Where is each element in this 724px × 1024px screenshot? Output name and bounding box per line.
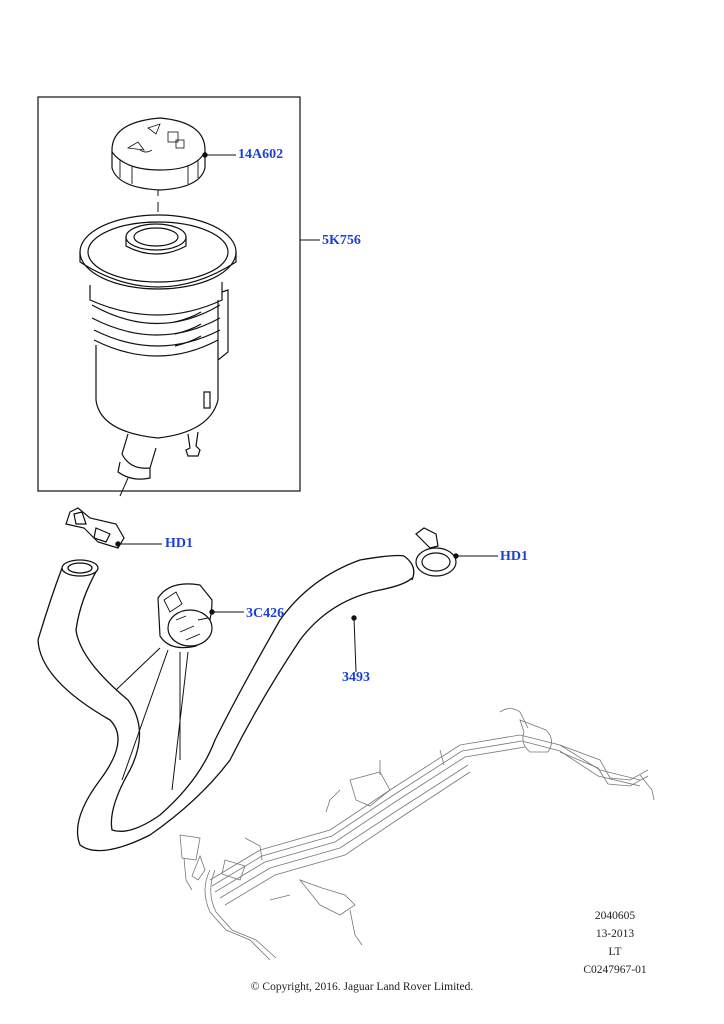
reservoir-frame	[37, 96, 301, 492]
copyright-text: © Copyright, 2016. Jaguar Land Rover Lim…	[250, 981, 474, 993]
hose-part	[37, 554, 415, 852]
sleeve-part	[157, 583, 213, 649]
sleeve-leader-lines	[115, 647, 189, 791]
label-reservoir-5K756[interactable]: 5K756	[322, 233, 361, 248]
reference-line-3: LT	[608, 946, 622, 958]
label-sleeve-3C426[interactable]: 3C426	[246, 606, 285, 621]
reference-line-4: C0247967-01	[583, 964, 647, 976]
reference-line-2: 13-2013	[595, 928, 635, 940]
label-hose-3493[interactable]: 3493	[342, 670, 370, 685]
reservoir-cap	[111, 117, 206, 191]
label-clamp-left-HD1[interactable]: HD1	[165, 536, 193, 551]
label-clamp-right-HD1[interactable]: HD1	[500, 549, 528, 564]
label-cap-14A602[interactable]: 14A602	[238, 147, 284, 162]
reservoir-body	[79, 214, 237, 480]
clamp-left-part	[65, 507, 125, 549]
hose-dash-top	[119, 477, 129, 497]
reference-line-1: 2040605	[594, 910, 636, 922]
clamp-right-part	[415, 527, 457, 577]
reference-block: 2040605 13-2013 LT C0247967-01	[570, 907, 660, 979]
vehicle-pipework-illustration	[179, 708, 655, 961]
label-leaders	[115, 152, 498, 673]
